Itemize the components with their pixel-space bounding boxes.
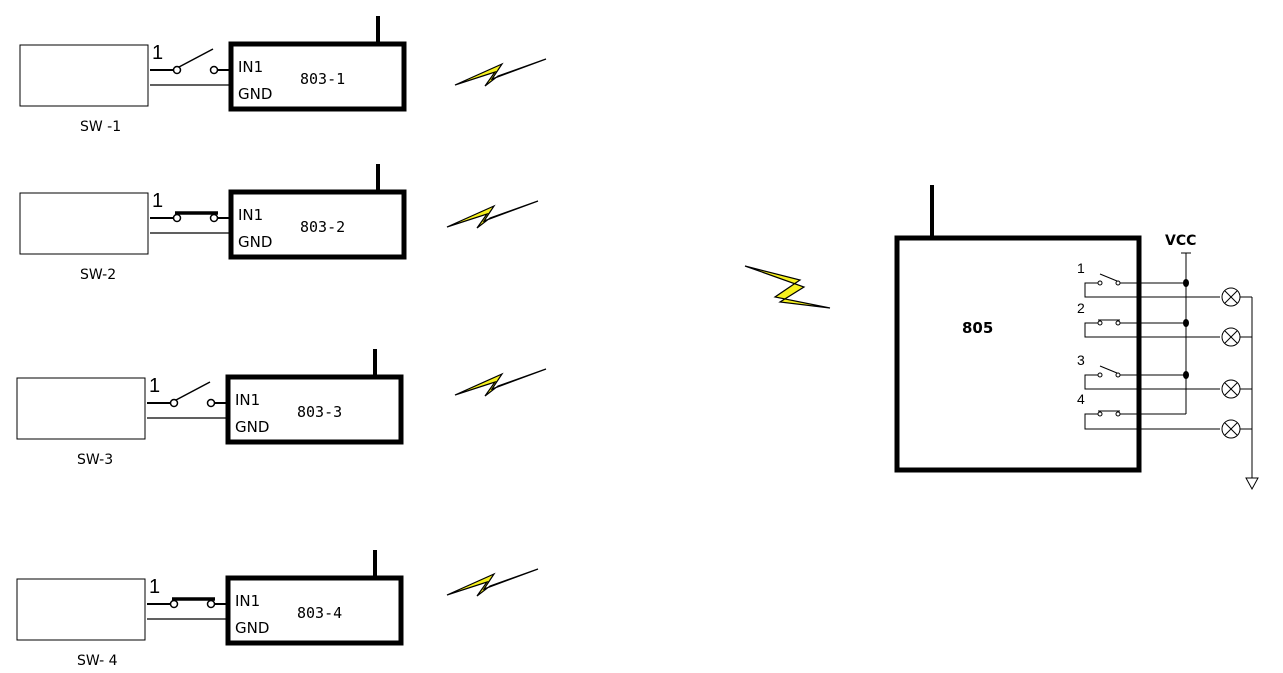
module-box <box>228 189 407 260</box>
channel-label: 1 <box>152 42 163 64</box>
receiver-box <box>894 235 1142 473</box>
lightning-icon <box>744 265 831 309</box>
pin-gnd-label: GND <box>238 85 272 103</box>
switch-terminal <box>169 398 179 408</box>
vcc-label: VCC <box>1165 233 1196 249</box>
relay-contact-open <box>1099 273 1118 282</box>
sensor-label: SW- 4 <box>77 653 118 669</box>
sensor-box <box>16 377 146 440</box>
switch-terminal <box>172 213 182 223</box>
lamp-cross <box>1224 422 1238 436</box>
switch-terminal <box>206 599 216 609</box>
relay-terminal <box>1097 372 1103 378</box>
relay-terminal <box>1097 411 1103 417</box>
switch-terminal <box>172 65 182 75</box>
sensor-label: SW -1 <box>80 119 121 135</box>
lightning-icon <box>454 58 547 87</box>
receiver-805: 805 VCC <box>894 185 1259 491</box>
lamp-cross <box>1224 382 1238 396</box>
pin-in-label: IN1 <box>235 391 260 409</box>
switch-terminal <box>206 398 216 408</box>
pin-gnd-label: GND <box>238 233 272 251</box>
module-label: 803-3 <box>297 403 342 421</box>
lightning-icon <box>454 368 547 397</box>
module-label: 803-2 <box>300 218 345 236</box>
relay-terminal <box>1115 320 1121 326</box>
relay-4: 4 <box>1077 391 1252 439</box>
lamp-cross <box>1224 290 1238 304</box>
switch-terminal <box>209 65 219 75</box>
module-label: 803-1 <box>300 70 345 88</box>
channel-label: 1 <box>152 190 163 212</box>
sensor-label: SW-2 <box>80 267 116 283</box>
switch-blade-open <box>175 381 211 401</box>
relay-terminal <box>1115 411 1121 417</box>
module-box <box>225 374 404 445</box>
module-label: 803-4 <box>297 604 342 622</box>
sensor-label: SW-3 <box>77 452 113 468</box>
pin-in-label: IN1 <box>238 58 263 76</box>
switch-blade-open <box>178 48 214 68</box>
lamp-cross <box>1224 330 1238 344</box>
module-box <box>225 575 404 646</box>
channel-label: 1 <box>149 576 160 598</box>
junction-dot <box>1183 319 1189 327</box>
relay-wire <box>1084 282 1220 298</box>
relay-wire <box>1084 413 1220 430</box>
lightning-icon <box>446 200 539 229</box>
junction-dot <box>1183 371 1189 379</box>
junction-dot <box>1183 279 1189 287</box>
relay-channel-label: 2 <box>1077 300 1085 316</box>
relay-terminal <box>1115 280 1121 286</box>
receiver-label: 805 <box>962 319 993 337</box>
relay-channel-label: 4 <box>1077 391 1085 407</box>
relay-1: 1 <box>1077 260 1252 307</box>
relay-contact-open <box>1099 365 1118 374</box>
lightning-icon <box>446 568 539 597</box>
relay-terminal <box>1115 372 1121 378</box>
relay-wire <box>1084 374 1220 390</box>
relay-terminal <box>1097 280 1103 286</box>
sensor-box <box>16 578 146 641</box>
pin-gnd-label: GND <box>235 418 269 436</box>
channel-label: 1 <box>149 375 160 397</box>
relay-channel-label: 1 <box>1077 260 1085 276</box>
pin-in-label: IN1 <box>235 592 260 610</box>
relay-terminal <box>1097 320 1103 326</box>
switch-terminal <box>169 599 179 609</box>
pin-gnd-label: GND <box>235 619 269 637</box>
relay-wire <box>1084 322 1220 338</box>
ground-icon <box>1245 477 1259 491</box>
switch-terminal <box>209 213 219 223</box>
pin-in-label: IN1 <box>238 206 263 224</box>
relay-3: 3 <box>1077 352 1252 399</box>
module-box <box>228 41 407 112</box>
relay-channel-label: 3 <box>1077 352 1085 368</box>
sensor-box <box>19 44 149 107</box>
sensor-box <box>19 192 149 255</box>
relay-2: 2 <box>1077 300 1252 347</box>
